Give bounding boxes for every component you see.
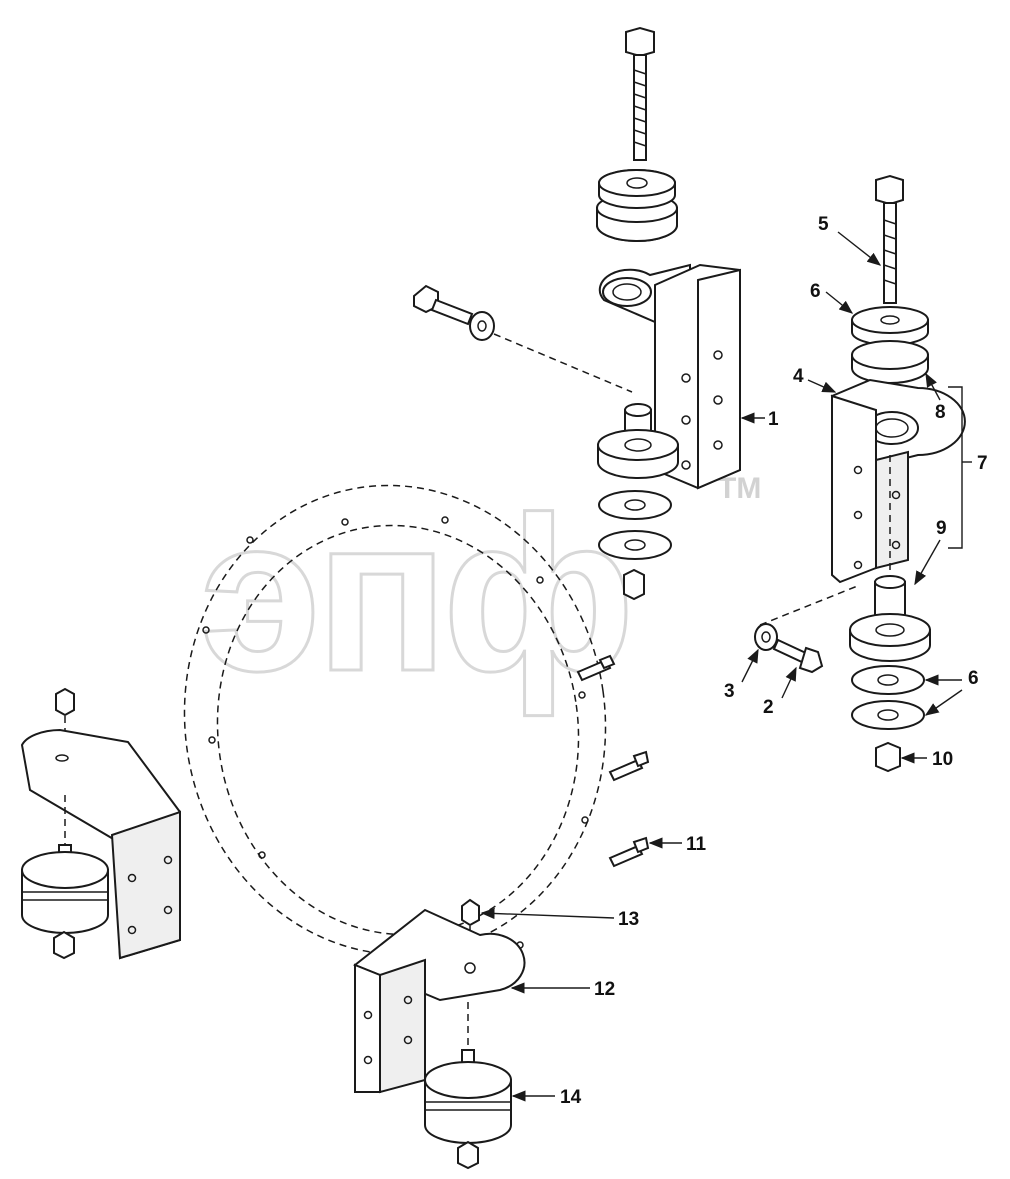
callout-11: 11 [686,834,707,855]
callout-3: 3 [724,681,735,702]
callout-4: 4 [793,366,804,387]
callout-1: 1 [768,409,779,430]
callout-8: 8 [935,402,946,423]
watermark-logo: эпф [200,471,629,717]
callout-6-lower: 6 [968,668,979,689]
leader-lines [480,231,963,1102]
housing-bolts [576,654,650,868]
center-isolator-stack [597,403,679,601]
callout-13: 13 [618,909,639,930]
middle-bolt-with-washer [754,584,861,674]
callout-7: 7 [977,453,988,474]
left-mount-assembly [20,687,181,960]
right-mount-assembly [830,174,972,773]
callout-5: 5 [818,214,829,235]
upper-right-bracket [598,263,741,490]
callout-9: 9 [936,518,947,539]
callout-12: 12 [594,979,615,1000]
callout-6-upper: 6 [810,281,821,302]
watermark-tm: TM [718,472,761,505]
callout-2: 2 [763,697,774,718]
callout-10: 10 [932,749,953,770]
callout-14: 14 [560,1087,582,1108]
top-bolt-assembly [596,26,678,242]
upper-bolt-with-washer [413,284,633,393]
bottom-center-mount [353,898,526,1170]
